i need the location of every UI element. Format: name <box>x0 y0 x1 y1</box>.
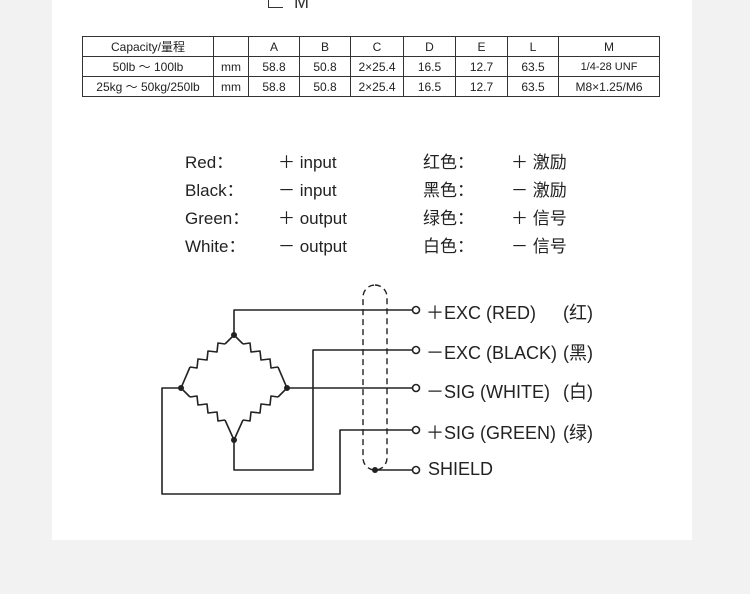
color-en-value: ＋ output <box>278 209 347 228</box>
label-minus-sig: －SIG (WHITE) <box>426 378 550 404</box>
label-text: ＋SIG (GREEN) <box>426 423 557 443</box>
dimension-label-m: M <box>294 0 309 12</box>
color-en-label: White： <box>185 237 246 256</box>
color-cn-value: ＋ 信号 <box>511 209 567 228</box>
table-cell: 16.5 <box>403 76 456 97</box>
bridge-edge-bottom-right <box>233 387 288 441</box>
spec-table: Capacity/量程 A B C D E L M 50lb ～ 100lb m… <box>82 36 660 97</box>
color-en-label: Green： <box>185 209 250 228</box>
label-plus-exc-cn: (红) <box>563 303 593 323</box>
color-cn-value: ＋ 激励 <box>511 153 567 172</box>
dimension-line <box>268 0 283 8</box>
label-minus-exc-cn: (黑) <box>563 343 593 363</box>
color-cn-label: 绿色： <box>423 209 474 228</box>
label-text: －EXC (BLACK) <box>426 343 558 363</box>
wire-minus-exc <box>233 349 412 471</box>
label-plus-sig-cn: (绿) <box>563 423 593 443</box>
table-cell: 50.8 <box>299 76 351 97</box>
table-cell: 2×25.4 <box>350 76 404 97</box>
label-text: ＋EXC (RED) <box>426 303 537 323</box>
table-cell: 2×25.4 <box>350 56 404 77</box>
color-cn-value: － 激励 <box>511 181 567 200</box>
table-cell: 63.5 <box>507 56 559 77</box>
color-en-label: Black： <box>185 181 244 200</box>
dimension-fragment: M <box>268 0 328 14</box>
label-plus-exc: ＋EXC (RED) <box>426 299 536 325</box>
color-cn-label: 黑色： <box>423 181 474 200</box>
table-cell: 63.5 <box>507 76 559 97</box>
table-cell: 25kg ～ 50kg/250lb <box>82 76 214 97</box>
color-cn-value: － 信号 <box>511 237 567 256</box>
color-en-value: ＋ input <box>278 153 337 172</box>
color-en-value: － input <box>278 181 337 200</box>
color-en-label: Red： <box>185 153 234 172</box>
label-text: －SIG (WHITE) <box>426 382 550 402</box>
table-row: 25kg ～ 50kg/250lb mm 58.8 50.8 2×25.4 16… <box>82 76 660 97</box>
wire-plus-sig <box>161 387 412 495</box>
label-minus-exc: －EXC (BLACK) <box>426 339 557 365</box>
color-en-value: － output <box>278 237 347 256</box>
label-minus-sig-cn: (白) <box>563 382 593 402</box>
table-cell: 12.7 <box>455 76 508 97</box>
table-cell: M8×1.25/M6 <box>558 76 660 97</box>
terminals <box>411 305 421 475</box>
shield-capsule <box>362 284 388 471</box>
color-cn-label: 红色： <box>423 153 474 172</box>
label-plus-sig: ＋SIG (GREEN) <box>426 419 556 445</box>
bridge-edge-top-right <box>233 334 288 389</box>
bridge-edge-bottom-left <box>180 387 235 441</box>
table-cell: 50lb ～ 100lb <box>82 56 214 77</box>
wire-plus-exc <box>233 309 412 335</box>
table-cell: mm <box>213 56 249 77</box>
table-cell: 58.8 <box>248 76 300 97</box>
color-cn-label: 白色： <box>423 237 474 256</box>
table-cell: 50.8 <box>299 56 351 77</box>
label-shield: SHIELD <box>428 459 494 479</box>
bridge-edge-top-left <box>180 334 235 389</box>
bridge-nodes <box>178 332 378 473</box>
